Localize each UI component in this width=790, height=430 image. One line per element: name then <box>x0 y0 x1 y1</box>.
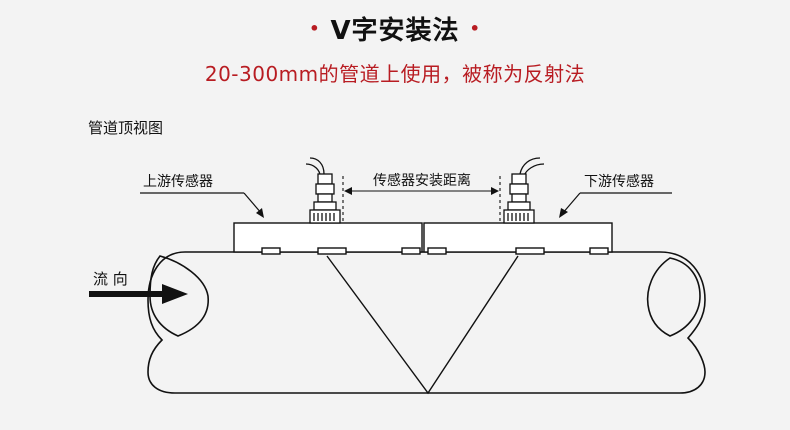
downstream-sensor <box>503 157 545 224</box>
page-title: • V字安装法 • <box>0 12 790 46</box>
upstream-sensor-label: 上游传感器 <box>143 173 213 190</box>
flow-arrow-head <box>162 284 188 304</box>
flow-direction-label: 流 向 <box>93 270 128 288</box>
downstream-leader-arrow <box>559 208 568 218</box>
v-signal-path <box>326 255 519 395</box>
flow-arrow-shaft <box>89 291 167 297</box>
pipe-outline <box>147 251 706 394</box>
title-text: V字安装法 <box>330 15 460 46</box>
title-bullet-left: • <box>309 18 321 38</box>
distance-arrow-head-right <box>491 187 499 195</box>
pipe-end-right <box>646 257 701 337</box>
distance-arrow-head-left <box>344 187 352 195</box>
pipe-end-left <box>149 255 209 337</box>
upstream-sensor <box>305 157 341 224</box>
upstream-leader-arrow <box>256 208 264 218</box>
downstream-sensor-label: 下游传感器 <box>584 173 654 190</box>
title-bullet-right: • <box>469 18 481 38</box>
subtitle: 20-300mm的管道上使用，被称为反射法 <box>204 62 586 86</box>
view-label: 管道顶视图 <box>88 119 164 137</box>
distance-label: 传感器安装距离 <box>373 172 471 189</box>
